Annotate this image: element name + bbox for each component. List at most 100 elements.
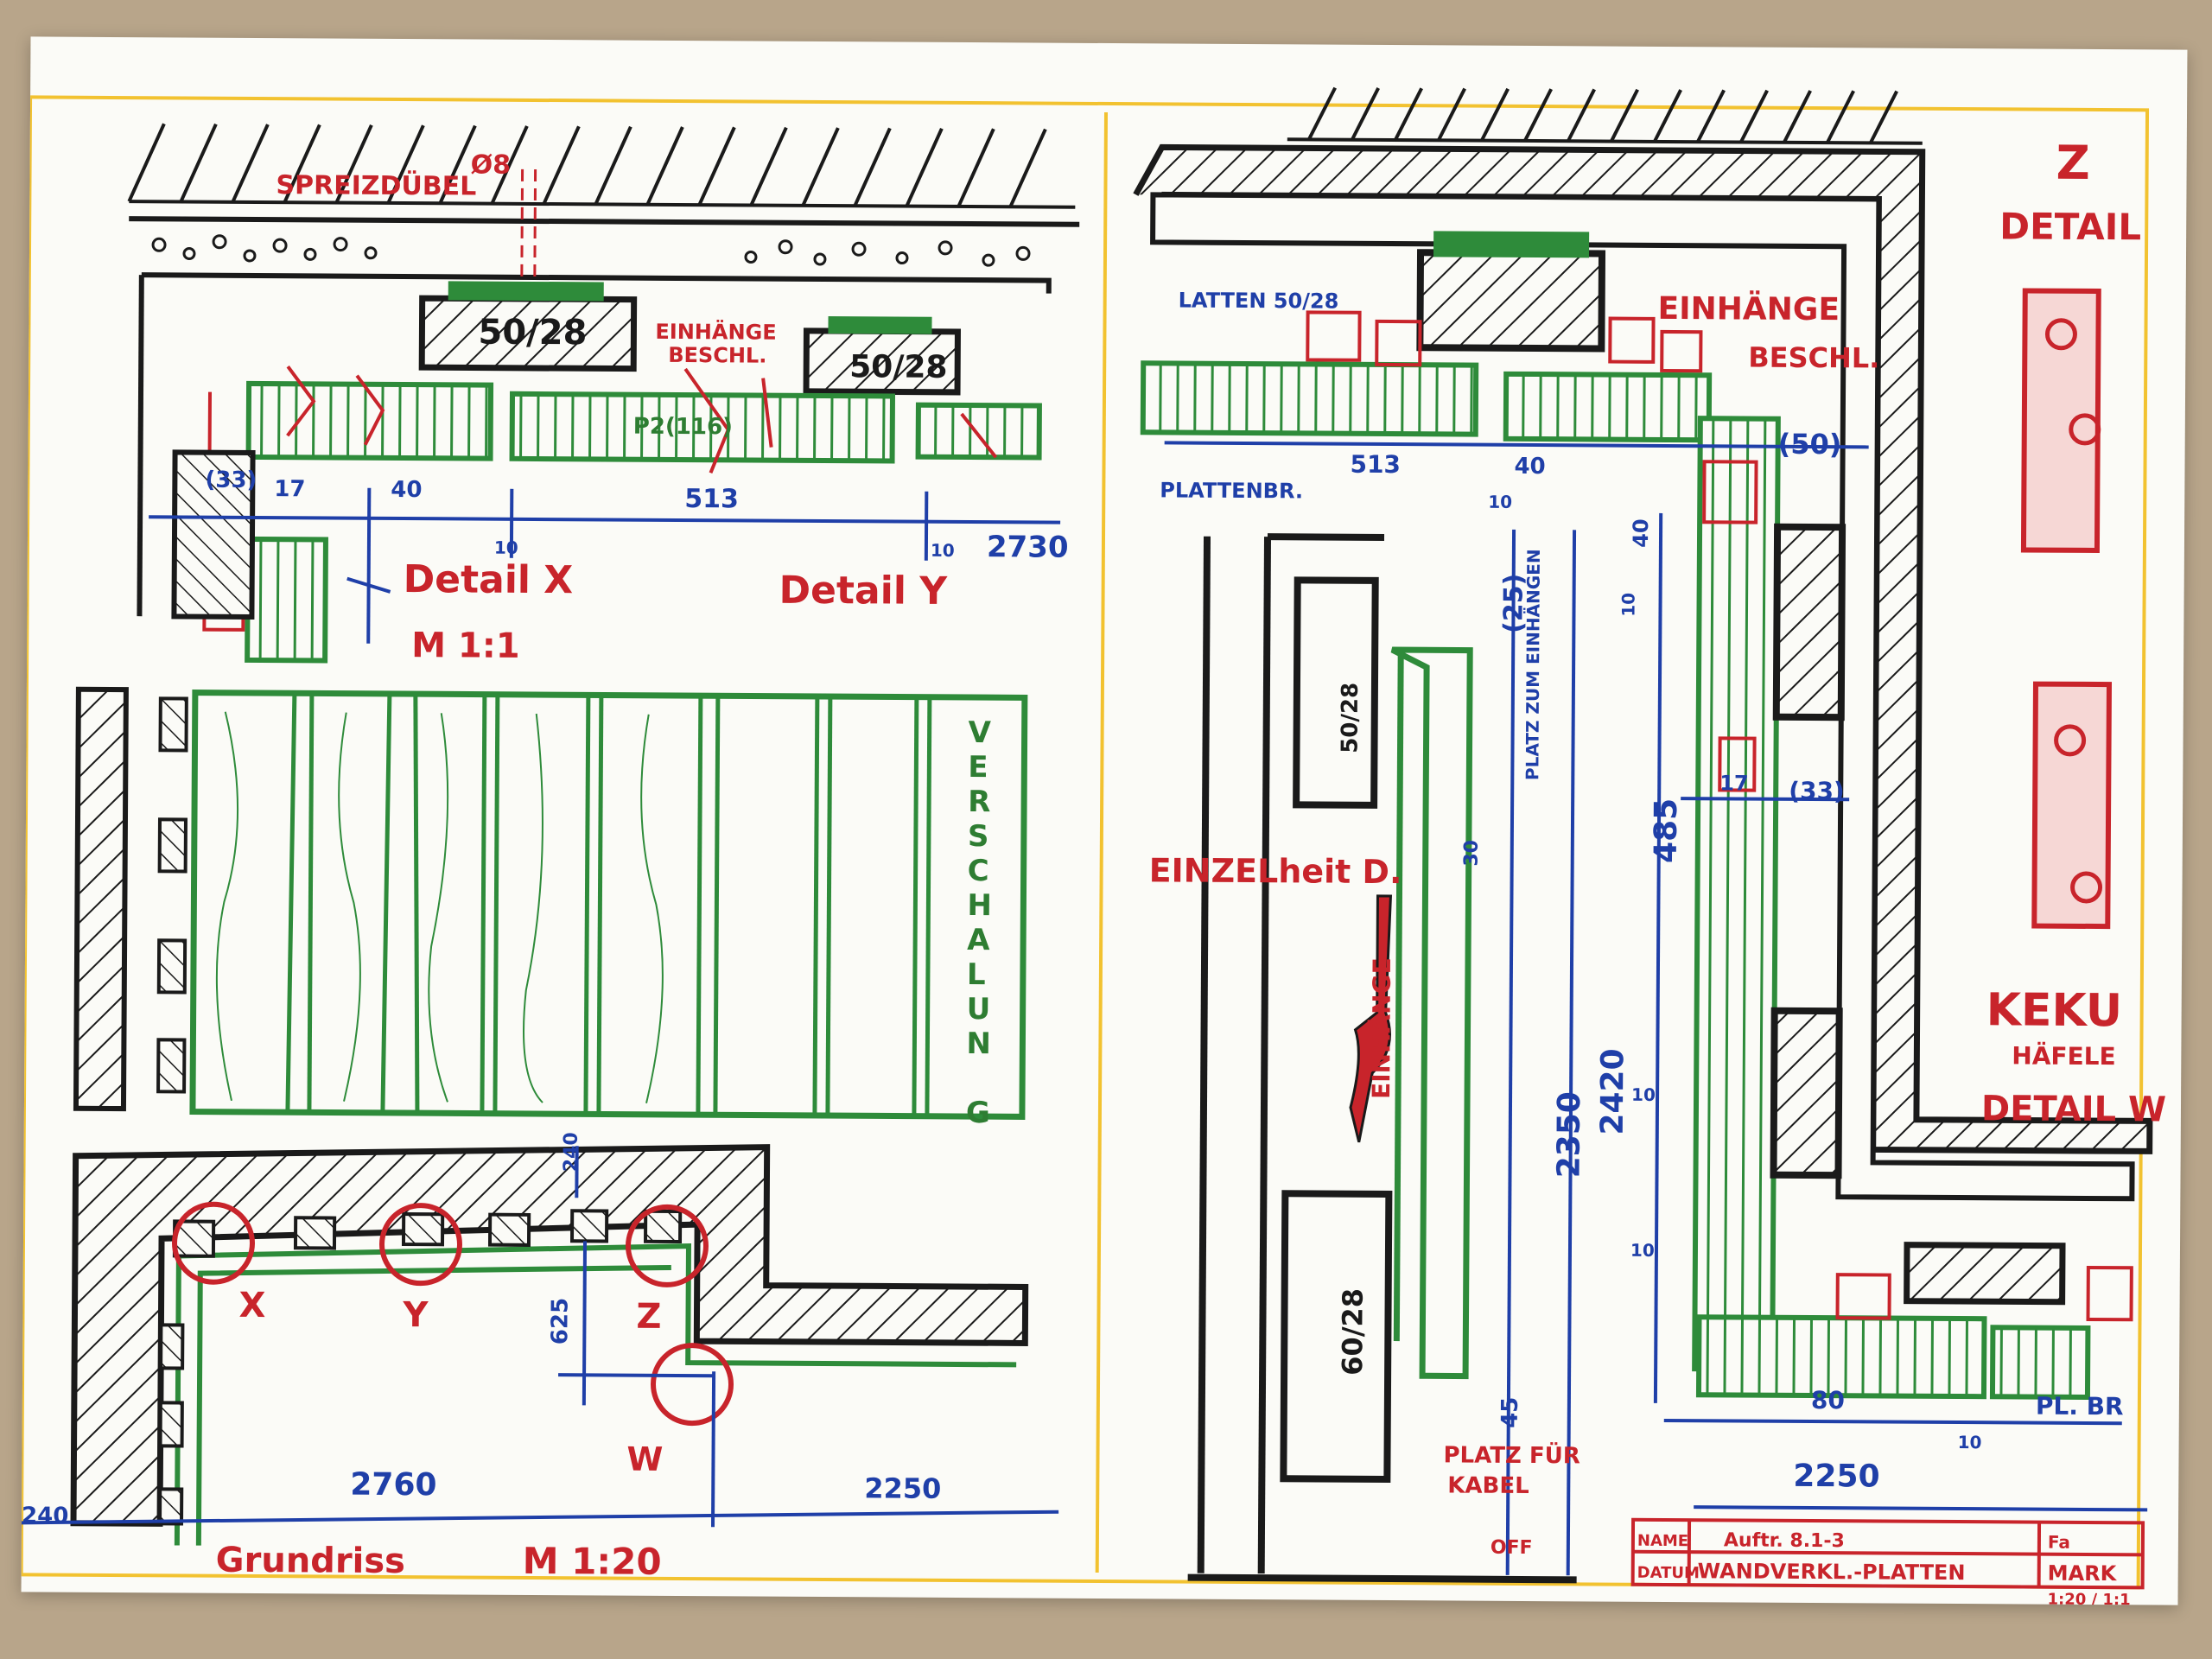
label-platz-kabel-1: PLATZ FÜR <box>1443 1440 1580 1469</box>
label-w-60-28: 60/28 <box>1336 1288 1370 1376</box>
dim-w-30: 30 <box>1461 840 1483 867</box>
drawing-sheet: SPREIZDÜBEL Ø8 50/28 50/28 EINHÄNGE BESC… <box>21 36 2188 1605</box>
plan-dims <box>21 1146 1059 1528</box>
label-off: OFF <box>1491 1537 1533 1559</box>
elevation-panel-joints <box>285 695 932 1114</box>
dowel-centerline <box>520 168 537 299</box>
label-phi8: Ø8 <box>471 150 512 181</box>
detail-circles <box>171 1201 734 1427</box>
hardware-hole-1 <box>2044 318 2077 351</box>
mark-x: X <box>238 1286 265 1325</box>
label-beschl-w: BESCHL. <box>1748 341 1879 375</box>
dim-plan-240-top: 240 <box>561 1132 582 1172</box>
dim-w-10c: 10 <box>1631 1084 1656 1105</box>
svg-text:L: L <box>967 957 986 992</box>
side-view-panel <box>1390 646 1473 1380</box>
dim-w-10a: 10 <box>1488 492 1512 512</box>
dim-2730: 2730 <box>987 530 1069 565</box>
label-z: Z <box>2056 136 2090 190</box>
label-platz-einhaengen: PLATZ ZUM EINHÄNGEN <box>1522 549 1544 780</box>
wood-grain <box>215 711 664 1103</box>
label-platz-kabel-2: KABEL <box>1447 1472 1529 1499</box>
dim-17: 17 <box>274 476 305 502</box>
title-block-fa: Fa <box>2048 1532 2070 1553</box>
svg-text:V: V <box>968 715 991 750</box>
label-grundriss: Grundriss <box>216 1541 405 1581</box>
mark-w: W <box>626 1440 663 1478</box>
detail-batten-r1 <box>1772 523 1847 721</box>
label-detail-w: DETAIL W <box>1981 1089 2166 1129</box>
svg-text:A: A <box>967 923 990 957</box>
dim-w-33: (33) <box>1789 777 1845 805</box>
label-beschl-xy: BESCHL. <box>668 343 766 368</box>
hardware-hole-3 <box>2054 724 2087 757</box>
hardware-detail-1 <box>2020 288 2101 554</box>
dim-w-2420: 2420 <box>1595 1048 1631 1135</box>
dim-10a: 10 <box>494 537 518 558</box>
detail-batten-bottom <box>1904 1242 2066 1306</box>
label-detail-y: Detail Y <box>779 569 948 613</box>
detail-batten-top <box>1416 249 1606 353</box>
label-einhaenge-vertical: EINHÄNGE <box>1366 957 1396 1099</box>
plan-wall <box>70 1144 1029 1527</box>
dim-w-10e: 10 <box>1958 1432 1982 1452</box>
mark-z: Z <box>636 1297 661 1337</box>
label-p2: P2(116) <box>633 414 733 441</box>
label-batten-left: 50/28 <box>478 313 587 353</box>
aggregate-dots <box>151 234 1031 267</box>
label-einhaenge-w: EINHÄNGE <box>1658 290 1840 327</box>
title-block-datum: DATUM <box>1637 1564 1700 1582</box>
title-block: NAME DATUM Auftr. 8.1-3 WANDVERKL.-PLATT… <box>1630 1517 2145 1605</box>
svg-text:R: R <box>968 785 990 819</box>
label-verschalung: V E R S C H A L U N G <box>966 715 992 1130</box>
hanger-profile <box>1349 894 1393 1143</box>
title-block-auftrag: Auftr. 8.1-3 <box>1724 1529 1845 1552</box>
hanger-green-right <box>828 316 932 334</box>
title-block-scale: 1:20 / 1:1 <box>2047 1591 2130 1605</box>
svg-text:N: N <box>966 1027 991 1061</box>
top-hatch-right <box>1287 86 1923 145</box>
end-wall-section <box>171 449 256 620</box>
dim-33: (33) <box>205 467 257 493</box>
svg-text:S: S <box>968 819 989 854</box>
title-block-title: WANDVERKL.-PLATTEN <box>1698 1559 1966 1585</box>
hardware-detail-2 <box>2031 681 2113 930</box>
label-batten-right: 50/28 <box>849 349 948 385</box>
label-detail-word: DETAIL <box>1999 205 2141 248</box>
elevation-battens <box>156 696 188 1094</box>
dim-w-10d: 10 <box>1630 1240 1655 1261</box>
concrete-wall <box>129 216 1080 617</box>
label-plattenbr: PLATTENBR. <box>1160 478 1303 503</box>
label-einzelheit: EINZELheit D. <box>1149 851 1402 891</box>
dim-w-513: 513 <box>1350 450 1401 479</box>
mark-y: Y <box>402 1295 429 1335</box>
dim-plan-240-left: 240 <box>22 1503 68 1529</box>
dim-w-2250: 2250 <box>1793 1459 1879 1495</box>
detail-xy: SPREIZDÜBEL Ø8 50/28 50/28 EINHÄNGE BESC… <box>127 123 1080 666</box>
label-scale-xy: M 1:1 <box>411 626 520 666</box>
dim-plan-2760: 2760 <box>350 1467 436 1503</box>
title-block-name: NAME <box>1637 1532 1688 1550</box>
label-plbr: PL. BR <box>2036 1392 2124 1421</box>
dim-plan-2250: 2250 <box>864 1471 941 1505</box>
dim-w-17: 17 <box>1719 771 1749 795</box>
detail-w: Z DETAIL LATTEN 50/28 EINHÄNGE BESCHL. P… <box>1133 86 2166 1584</box>
elevation-wall <box>73 686 129 1112</box>
dim-w-485: 485 <box>1649 798 1684 863</box>
svg-text:C: C <box>968 854 989 888</box>
floor-plan: 240 625 X Y Z W 2760 2250 240 Grundriss … <box>21 1132 1059 1583</box>
svg-text:G: G <box>966 1096 990 1130</box>
corner-concrete <box>1150 192 2135 1202</box>
wall-panels <box>245 380 1042 664</box>
detail-panel-bottom <box>1695 1314 2091 1400</box>
dim-lines-xy <box>149 487 1061 644</box>
sheet-border <box>21 95 2150 1590</box>
svg-text:U: U <box>967 992 991 1027</box>
title-block-mark: MARK <box>2048 1561 2118 1586</box>
dim-w-25: (25) <box>1498 574 1529 633</box>
dim-plan-625: 625 <box>547 1298 573 1344</box>
label-detail-x: Detail X <box>404 557 574 602</box>
label-w-50-28: 50/28 <box>1337 683 1363 753</box>
hanger-green-left <box>448 281 604 302</box>
ceiling-hatch <box>127 123 1076 209</box>
